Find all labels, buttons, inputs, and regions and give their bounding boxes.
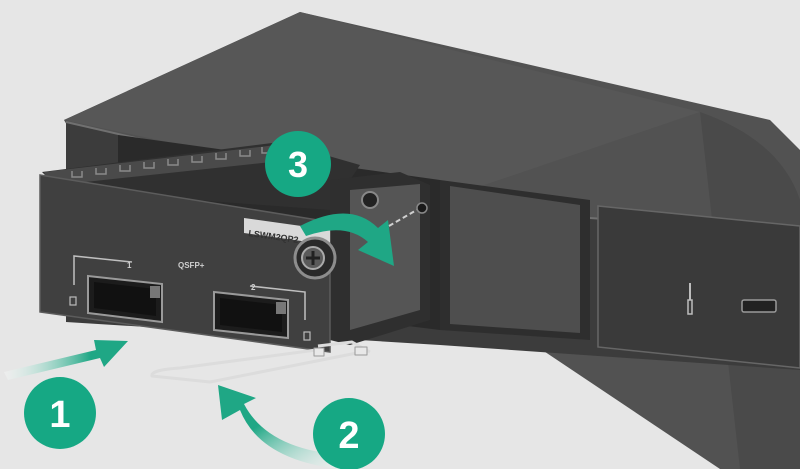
port-type-label: QSFP+ <box>178 261 205 270</box>
qsfp-port-1 <box>87 274 163 324</box>
step-1-label: 1 <box>49 394 70 436</box>
port-1-number: 1 <box>127 261 132 270</box>
qsfp-port-2 <box>213 290 289 340</box>
step-badge-2: 2 <box>313 398 385 469</box>
step-2-label: 2 <box>338 415 359 457</box>
insert-arrow <box>4 340 128 380</box>
port-2-number: 2 <box>251 283 256 292</box>
ejector-handle <box>150 340 371 384</box>
tighten-screw-arrow <box>300 213 394 266</box>
step-badge-1: 1 <box>24 377 96 449</box>
step-3-label: 3 <box>288 144 308 185</box>
port-1-led <box>69 296 77 306</box>
chassis-screw <box>361 191 428 231</box>
step-badge-3: 3 <box>265 131 331 197</box>
port-2-led <box>303 331 311 341</box>
captive-screw <box>293 236 337 280</box>
